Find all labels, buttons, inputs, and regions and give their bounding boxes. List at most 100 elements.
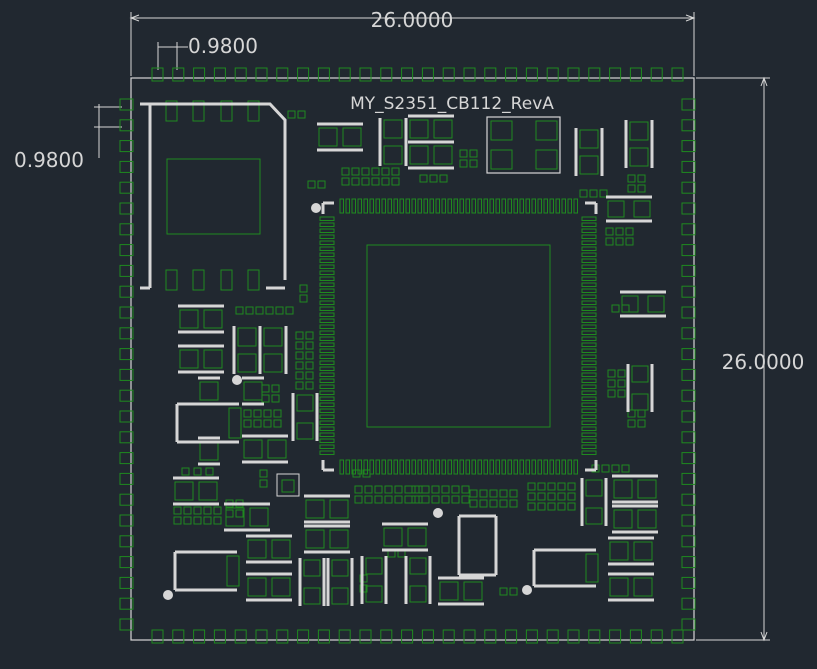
qfp-pin-bottom [351,459,356,475]
small-pad [499,489,508,498]
small-pad [287,110,296,119]
qfp-pin-right [581,390,597,395]
capacitor-c13 [291,393,319,441]
capacitor-c4 [408,140,454,170]
qfp-pin-bottom [537,459,542,475]
qfp-pin-left [319,240,335,245]
small-pad [285,306,294,315]
edge-pad-bottom [401,629,414,644]
qfp-pin-top [339,198,344,214]
qfp-pin-top [501,198,506,214]
component-pad [179,349,199,369]
small-pad [615,227,624,236]
small-pad [371,167,380,176]
component-pad [433,119,453,139]
small-pad [271,394,280,403]
edge-pad-top [671,67,684,82]
edge-pad-left [119,493,134,506]
small-pad [607,389,616,398]
edge-pad-right [681,556,696,569]
component-pad [199,441,219,461]
small-pad [615,237,624,246]
qfp-pin-left [319,306,335,311]
component-pad [237,327,257,347]
qfp-pin-right [581,246,597,251]
edge-pad-right [681,618,696,631]
component-pad [225,507,245,527]
small-pad [557,492,566,501]
qfp-pin-right [581,264,597,269]
qfp-pin-left [319,276,335,281]
small-pad [411,485,420,494]
component-pad [579,129,599,149]
qfp-pin-top [447,198,452,214]
qfp-pin-top [555,198,560,214]
small-pad [305,331,314,340]
capacitor-c11 [258,326,288,374]
qfp-pin-bottom [399,459,404,475]
component-pad [271,577,291,597]
small-pad [295,361,304,370]
inductor-l3 [360,556,388,604]
edge-pad-left [119,597,134,610]
edge-pad-top [172,67,185,82]
small-pad [253,419,262,428]
small-pad [299,284,308,293]
qfp-pin-right [581,402,597,407]
qfp-pin-left [319,444,335,449]
qfp-pin-bottom [411,459,416,475]
capacitor-c24 [246,572,292,602]
edge-pad-bottom [421,629,434,644]
small-pad [411,495,420,504]
qfp-pin-top [417,198,422,214]
qfp-pin-top [453,198,458,214]
component-pad [609,577,629,597]
small-pad [461,495,470,504]
dimension-width-label: 26.0000 [371,8,454,32]
component-pad [637,509,657,529]
qfp-pin-top [465,198,470,214]
qfp-pin-left [319,402,335,407]
small-pad [527,482,536,491]
component-pad [203,349,223,369]
edge-pad-top [484,67,497,82]
small-pad [235,306,244,315]
capacitor-c15 [173,476,219,506]
qfp-pin-top [483,198,488,214]
capacitor-c27 [612,504,658,534]
small-pad [404,495,413,504]
qfp-pin-right [581,378,597,383]
small-pad [509,587,518,596]
qfp-pin-bottom [495,459,500,475]
small-pad [579,189,588,198]
qfp-pin-left [319,270,335,275]
component-pad [633,577,653,597]
qfp-pin-left [319,348,335,353]
component-pad [303,587,321,605]
small-pad [461,485,470,494]
capacitor-c9 [626,364,654,412]
edge-pad-left [119,140,134,153]
component-pad [585,507,603,525]
small-pad [351,177,360,186]
component-pad [613,479,633,499]
qfp-pin-right [581,336,597,341]
qfp-pin-left [319,384,335,389]
qfp-pin-right [581,408,597,413]
component-pad [263,327,283,347]
small-pad [547,502,556,511]
edge-pad-top [193,67,206,82]
small-pad [381,177,390,186]
small-pad [617,369,626,378]
edge-pad-top [234,67,247,82]
module-pad [220,100,233,122]
small-pad [625,227,634,236]
component-pad [637,479,657,499]
component-pad [237,353,257,373]
qfp-pin-bottom [531,459,536,475]
small-pad [225,509,234,518]
edge-pad-right [681,181,696,194]
qfp-pin-top [399,198,404,214]
qfp-pin-right [581,258,597,263]
edge-pad-top [650,67,663,82]
